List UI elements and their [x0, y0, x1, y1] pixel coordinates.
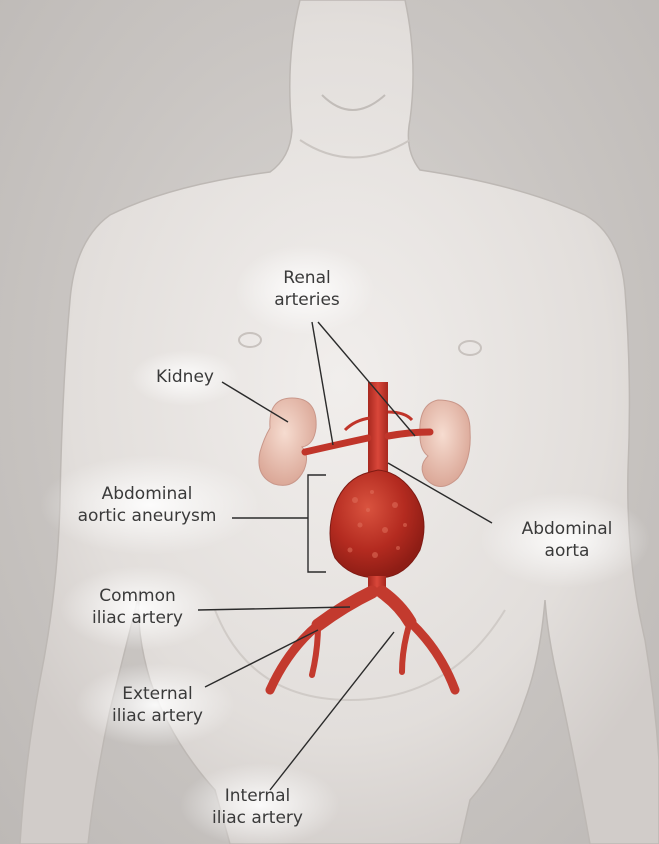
- label-external-iliac-artery: External iliac artery: [95, 683, 220, 727]
- common-line-1: Common: [75, 585, 200, 607]
- internal-line-1: Internal: [195, 785, 320, 807]
- renal-line-1: Renal: [262, 267, 352, 289]
- label-common-iliac-artery: Common iliac artery: [75, 585, 200, 629]
- label-abdominal-aortic-aneurysm: Abdominal aortic aneurysm: [62, 483, 232, 527]
- kidney-line-1: Kidney: [145, 366, 225, 388]
- internal-line-2: iliac artery: [195, 807, 320, 829]
- aorta-line-2: aorta: [497, 540, 637, 562]
- renal-line-2: arteries: [262, 289, 352, 311]
- aaa-line-1: Abdominal: [62, 483, 232, 505]
- label-internal-iliac-artery: Internal iliac artery: [195, 785, 320, 829]
- external-line-2: iliac artery: [95, 705, 220, 727]
- external-line-1: External: [95, 683, 220, 705]
- right-renal-artery: [388, 432, 430, 436]
- aorta-line-1: Abdominal: [497, 518, 637, 540]
- abdominal-aorta: [368, 382, 388, 480]
- label-kidney: Kidney: [145, 366, 225, 388]
- common-line-2: iliac artery: [75, 607, 200, 629]
- label-abdominal-aorta: Abdominal aorta: [497, 518, 637, 562]
- label-renal-arteries: Renal arteries: [262, 267, 352, 311]
- aaa-line-2: aortic aneurysm: [62, 505, 232, 527]
